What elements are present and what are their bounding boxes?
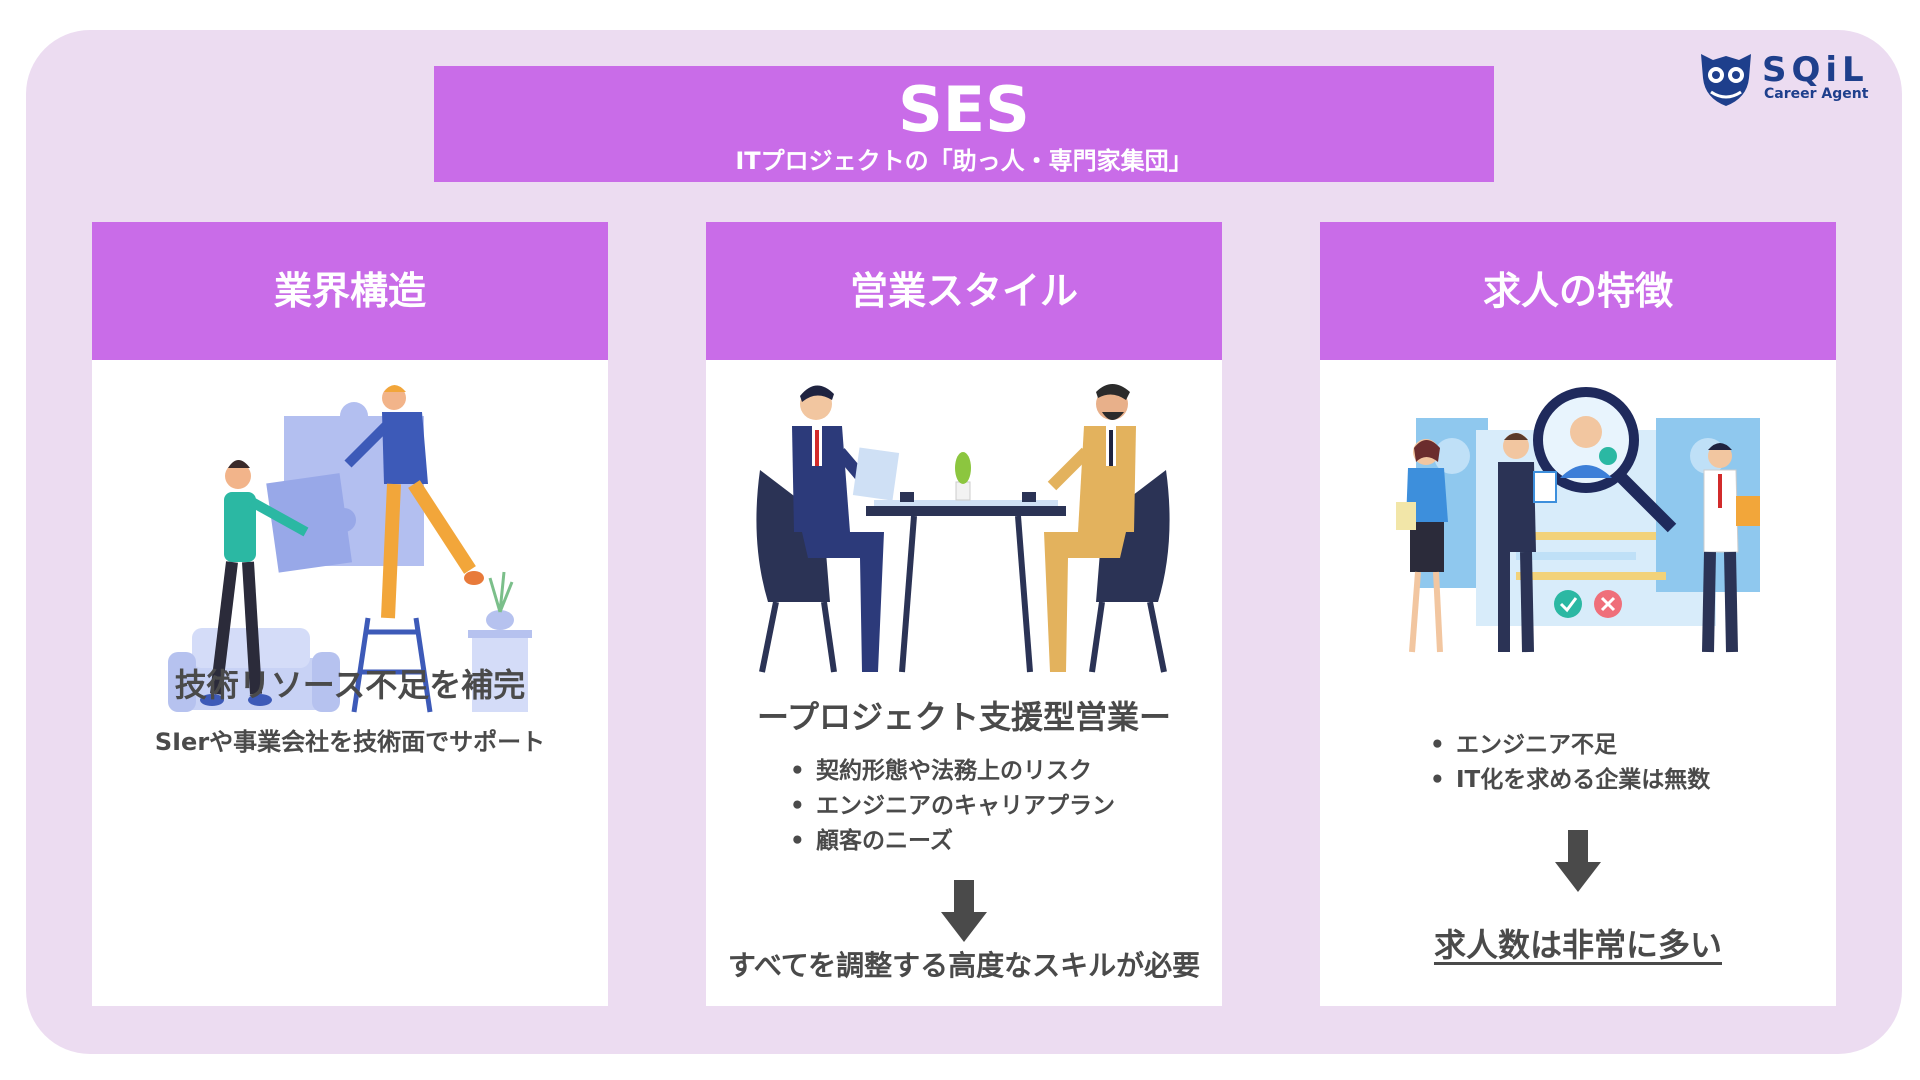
card-industry-structure: 業界構造 技術 — [92, 222, 608, 1006]
card-bullet-list: エンジニア不足 IT化を求める企業は無数 — [1430, 728, 1710, 798]
title-banner: SES ITプロジェクトの「助っ人・専門家集団」 — [434, 66, 1494, 182]
card-job-features: 求人の特徴 — [1320, 222, 1836, 1006]
logo: SQiL Career Agent — [1695, 48, 1875, 110]
owl-shield-icon — [1701, 54, 1751, 106]
list-item: 顧客のニーズ — [790, 824, 1115, 859]
list-item: エンジニア不足 — [1430, 728, 1710, 763]
card-tagline: ープロジェクト支援型営業ー — [756, 698, 1172, 736]
card-sales-style: 営業スタイル ープロジェクト支援型 — [706, 222, 1222, 1006]
card-main-text: 技術リソース不足を補完 — [174, 666, 526, 704]
list-item: エンジニアのキャリアプラン — [790, 789, 1115, 824]
card-sub-text: SIerや事業会社を技術面でサポート — [154, 728, 546, 756]
business-meeting-illustration — [756, 384, 1170, 673]
card-heading: 営業スタイル — [706, 222, 1222, 360]
card-heading: 業界構造 — [92, 222, 608, 360]
logo-name: SQiL — [1762, 50, 1869, 90]
logo-tagline: Career Agent — [1764, 86, 1869, 102]
list-item: 契約形態や法務上のリスク — [790, 754, 1115, 789]
arrow-down-icon — [941, 880, 987, 942]
card-conclusion: すべてを調整する高度なスキルが必要 — [727, 949, 1201, 982]
recruiting-search-illustration — [1396, 387, 1760, 653]
card-heading: 求人の特徴 — [1320, 222, 1836, 360]
list-item: IT化を求める企業は無数 — [1430, 763, 1710, 798]
card-bullet-list: 契約形態や法務上のリスク エンジニアのキャリアプラン 顧客のニーズ — [790, 754, 1115, 859]
page-title: SES — [898, 73, 1030, 146]
puzzle-teamwork-illustration — [168, 385, 532, 713]
page-subtitle: ITプロジェクトの「助っ人・専門家集団」 — [735, 147, 1193, 175]
arrow-down-icon — [1555, 830, 1601, 892]
card-conclusion: 求人数は非常に多い — [1433, 926, 1722, 964]
